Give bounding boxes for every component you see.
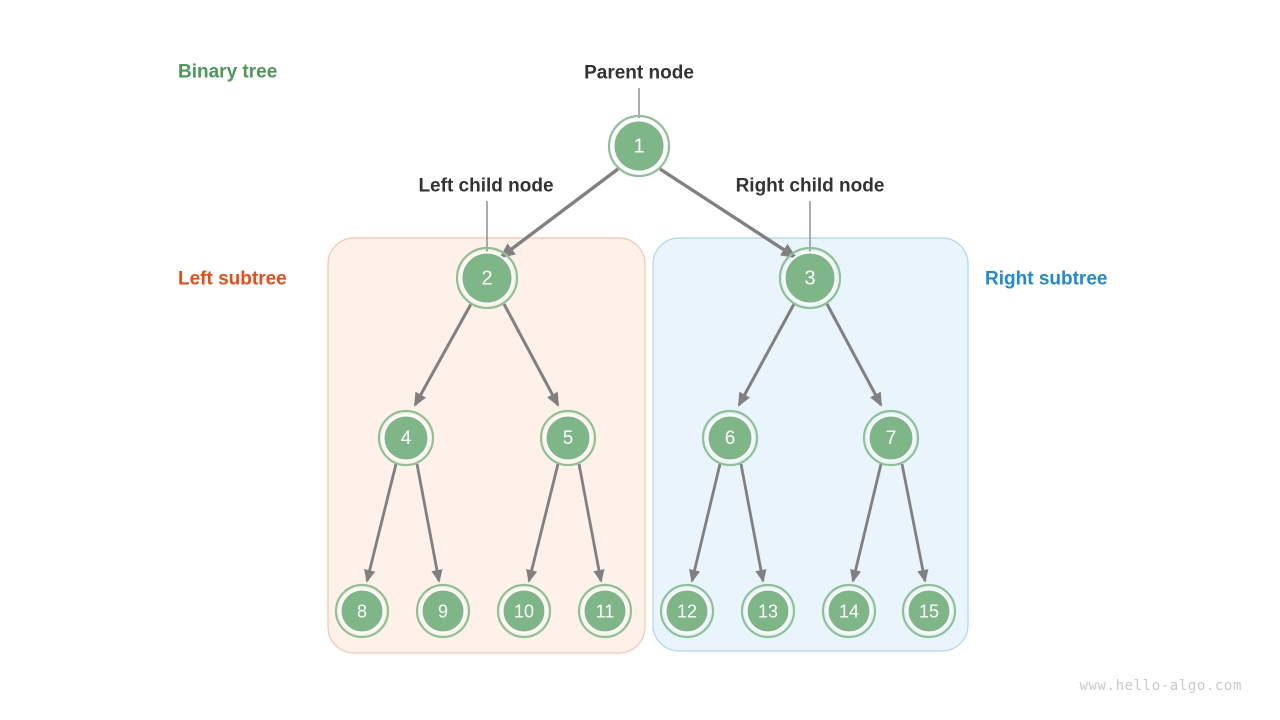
node-5-outer-ring <box>539 409 597 467</box>
node-8-value: 8 <box>357 602 367 622</box>
node-4-circle <box>382 414 430 462</box>
node-2: 2 <box>455 246 519 310</box>
node-5: 5 <box>539 409 597 467</box>
node-7: 7 <box>862 409 920 467</box>
node-15-value: 15 <box>919 602 939 622</box>
subtree-boxes <box>327 237 969 654</box>
node-3-outer-ring <box>778 246 842 310</box>
parent-node-label: Parent node <box>584 63 694 84</box>
node-2-value: 2 <box>481 268 492 290</box>
annotation-pointer-lines <box>486 88 811 252</box>
node-7-outer-ring <box>862 409 920 467</box>
node-13-circle <box>745 588 791 634</box>
node-13-value: 13 <box>758 602 778 622</box>
edge-3-7 <box>825 303 883 407</box>
node-1-outer-ring <box>607 114 671 178</box>
edge-5-10 <box>526 463 560 583</box>
node-11-value: 11 <box>596 602 615 622</box>
node-6: 6 <box>701 409 759 467</box>
edge-2-4 <box>413 303 473 407</box>
node-12-circle <box>664 588 710 634</box>
annotation-labels: Left subtree Right subtree Parent nodeLeft… <box>178 63 1107 290</box>
edge-4-8 <box>364 463 398 583</box>
node-13: 13 <box>740 583 796 639</box>
left-subtree-label: Left subtree <box>178 269 287 290</box>
edge-7-15 <box>900 463 929 583</box>
node-10: 10 <box>496 583 552 639</box>
node-4-value: 4 <box>401 428 412 449</box>
node-5-circle <box>544 414 592 462</box>
edge-3-6 <box>737 303 796 407</box>
node-12-outer-ring <box>659 583 715 639</box>
node-8: 8 <box>334 583 390 639</box>
page-title: Binary tree <box>178 62 277 83</box>
node-4: 4 <box>377 409 435 467</box>
node-14: 14 <box>821 583 877 639</box>
node-15-circle <box>906 588 952 634</box>
node-5-value: 5 <box>563 428 574 449</box>
node-8-circle <box>339 588 385 634</box>
node-10-value: 10 <box>514 602 534 622</box>
node-12: 12 <box>659 583 715 639</box>
node-7-circle <box>867 414 915 462</box>
left-child-node-label: Left child node <box>418 176 553 197</box>
node-10-outer-ring <box>496 583 552 639</box>
right-subtree-label: Right subtree <box>985 269 1107 290</box>
node-10-circle <box>501 588 547 634</box>
node-14-value: 14 <box>839 602 859 622</box>
edge-2-5 <box>502 303 560 407</box>
node-3-circle <box>783 251 837 305</box>
edge-1-2 <box>499 167 620 259</box>
node-1-value: 1 <box>633 136 644 158</box>
node-15: 15 <box>901 583 957 639</box>
edge-5-11 <box>577 463 605 583</box>
edge-1-3 <box>659 167 797 259</box>
node-6-outer-ring <box>701 409 759 467</box>
edge-7-14 <box>850 463 883 583</box>
edge-4-9 <box>415 463 443 583</box>
edge-6-12 <box>689 463 722 583</box>
node-4-outer-ring <box>377 409 435 467</box>
node-3: 3 <box>778 246 842 310</box>
node-1: 1 <box>607 114 671 178</box>
node-15-outer-ring <box>901 583 957 639</box>
tree-edges <box>364 167 929 583</box>
edge-6-13 <box>739 463 767 583</box>
node-9-value: 9 <box>438 602 448 622</box>
node-6-value: 6 <box>725 428 736 449</box>
node-13-outer-ring <box>740 583 796 639</box>
node-1-circle <box>612 119 666 173</box>
node-12-value: 12 <box>677 602 697 622</box>
node-9-outer-ring <box>415 583 471 639</box>
node-8-outer-ring <box>334 583 390 639</box>
right-child-node-label: Right child node <box>736 176 885 197</box>
node-14-outer-ring <box>821 583 877 639</box>
node-9-circle <box>420 588 466 634</box>
node-2-outer-ring <box>455 246 519 310</box>
node-3-value: 3 <box>804 268 815 290</box>
node-2-circle <box>460 251 514 305</box>
node-11: 11 <box>577 583 633 639</box>
node-9: 9 <box>415 583 471 639</box>
node-11-circle <box>582 588 628 634</box>
node-6-circle <box>706 414 754 462</box>
node-7-value: 7 <box>886 428 897 449</box>
watermark: www.hello-algo.com <box>1079 678 1242 694</box>
node-14-circle <box>826 588 872 634</box>
node-11-outer-ring <box>577 583 633 639</box>
